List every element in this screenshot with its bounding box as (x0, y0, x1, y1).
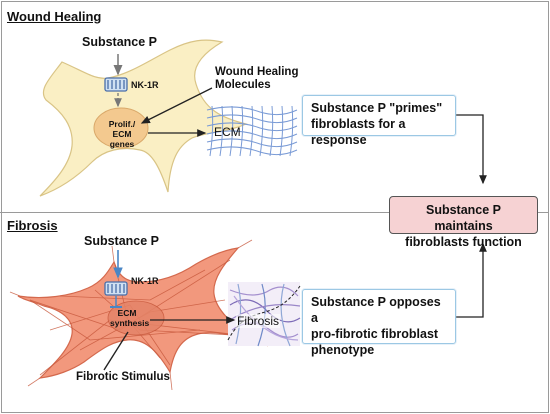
substance-p-fibrosis-label: Substance P (84, 234, 160, 248)
fibrosis-label: Fibrosis (236, 314, 281, 328)
ecm-mesh (206, 105, 298, 157)
bottom-connector-arrow (456, 242, 487, 318)
substance-p-label: Substance P (82, 35, 158, 49)
healthy-nucleus (93, 107, 149, 149)
conclusion-box: Substance P maintains fibroblasts functi… (389, 196, 538, 249)
nucleus-genes-label: Prolif./ ECM genes (108, 119, 136, 149)
nk1r-receptor-fibrosis-icon (104, 281, 128, 296)
fibrotic-stimulus-label: Fibrotic Stimulus (76, 371, 170, 383)
ecm-label: ECM (214, 125, 241, 139)
ecm-synthesis-label: ECM synthesis (110, 308, 150, 328)
nk1r-fibrosis-label: NK-1R (131, 276, 159, 286)
fibrosis-title: Fibrosis (7, 218, 58, 233)
wound-healing-title: Wound Healing (7, 9, 102, 24)
molecules-arrow (140, 87, 213, 124)
fibrosis-callout: Substance P opposes a pro-fibrotic fibro… (302, 289, 456, 357)
wound-healing-callout: Substance P "primes" fibroblasts for a r… (302, 95, 456, 147)
fibrotic-stimulus-pointer (103, 331, 129, 371)
section-divider (0, 212, 548, 213)
nk1r-receptor-icon (104, 77, 128, 92)
top-connector-arrow (456, 114, 487, 185)
wound-healing-molecules-label: Wound Healing Molecules (215, 66, 299, 91)
nk1r-label: NK-1R (131, 80, 159, 90)
fibrotic-nucleus (107, 300, 165, 336)
